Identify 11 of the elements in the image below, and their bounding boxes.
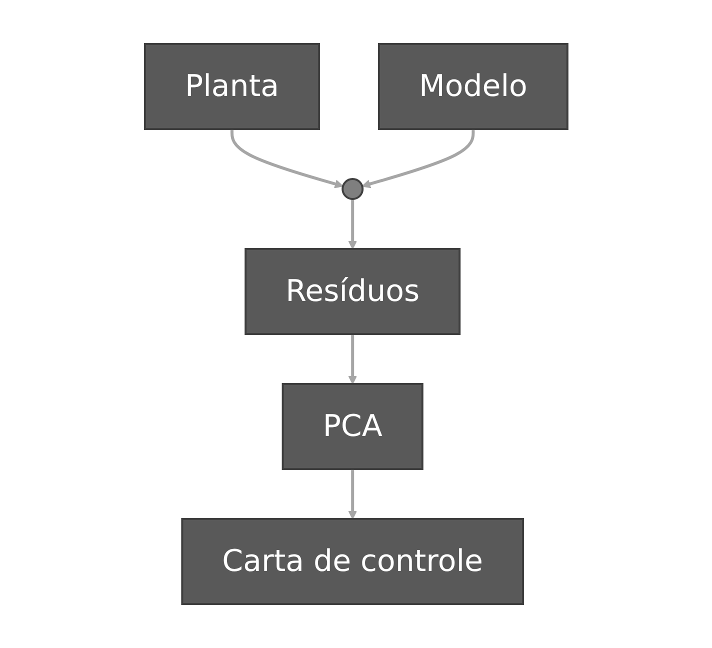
arrow xyxy=(230,129,344,188)
arrow xyxy=(362,129,474,188)
arrow xyxy=(348,334,357,384)
node-circle xyxy=(341,178,364,200)
node-box: PCA xyxy=(282,383,424,470)
node-box: Modelo xyxy=(378,43,568,130)
node-box: Resíduos xyxy=(244,248,460,335)
arrow xyxy=(348,199,357,250)
node-box: Planta xyxy=(144,43,320,130)
arrow xyxy=(348,469,357,520)
node-box: Carta de controle xyxy=(180,518,524,605)
